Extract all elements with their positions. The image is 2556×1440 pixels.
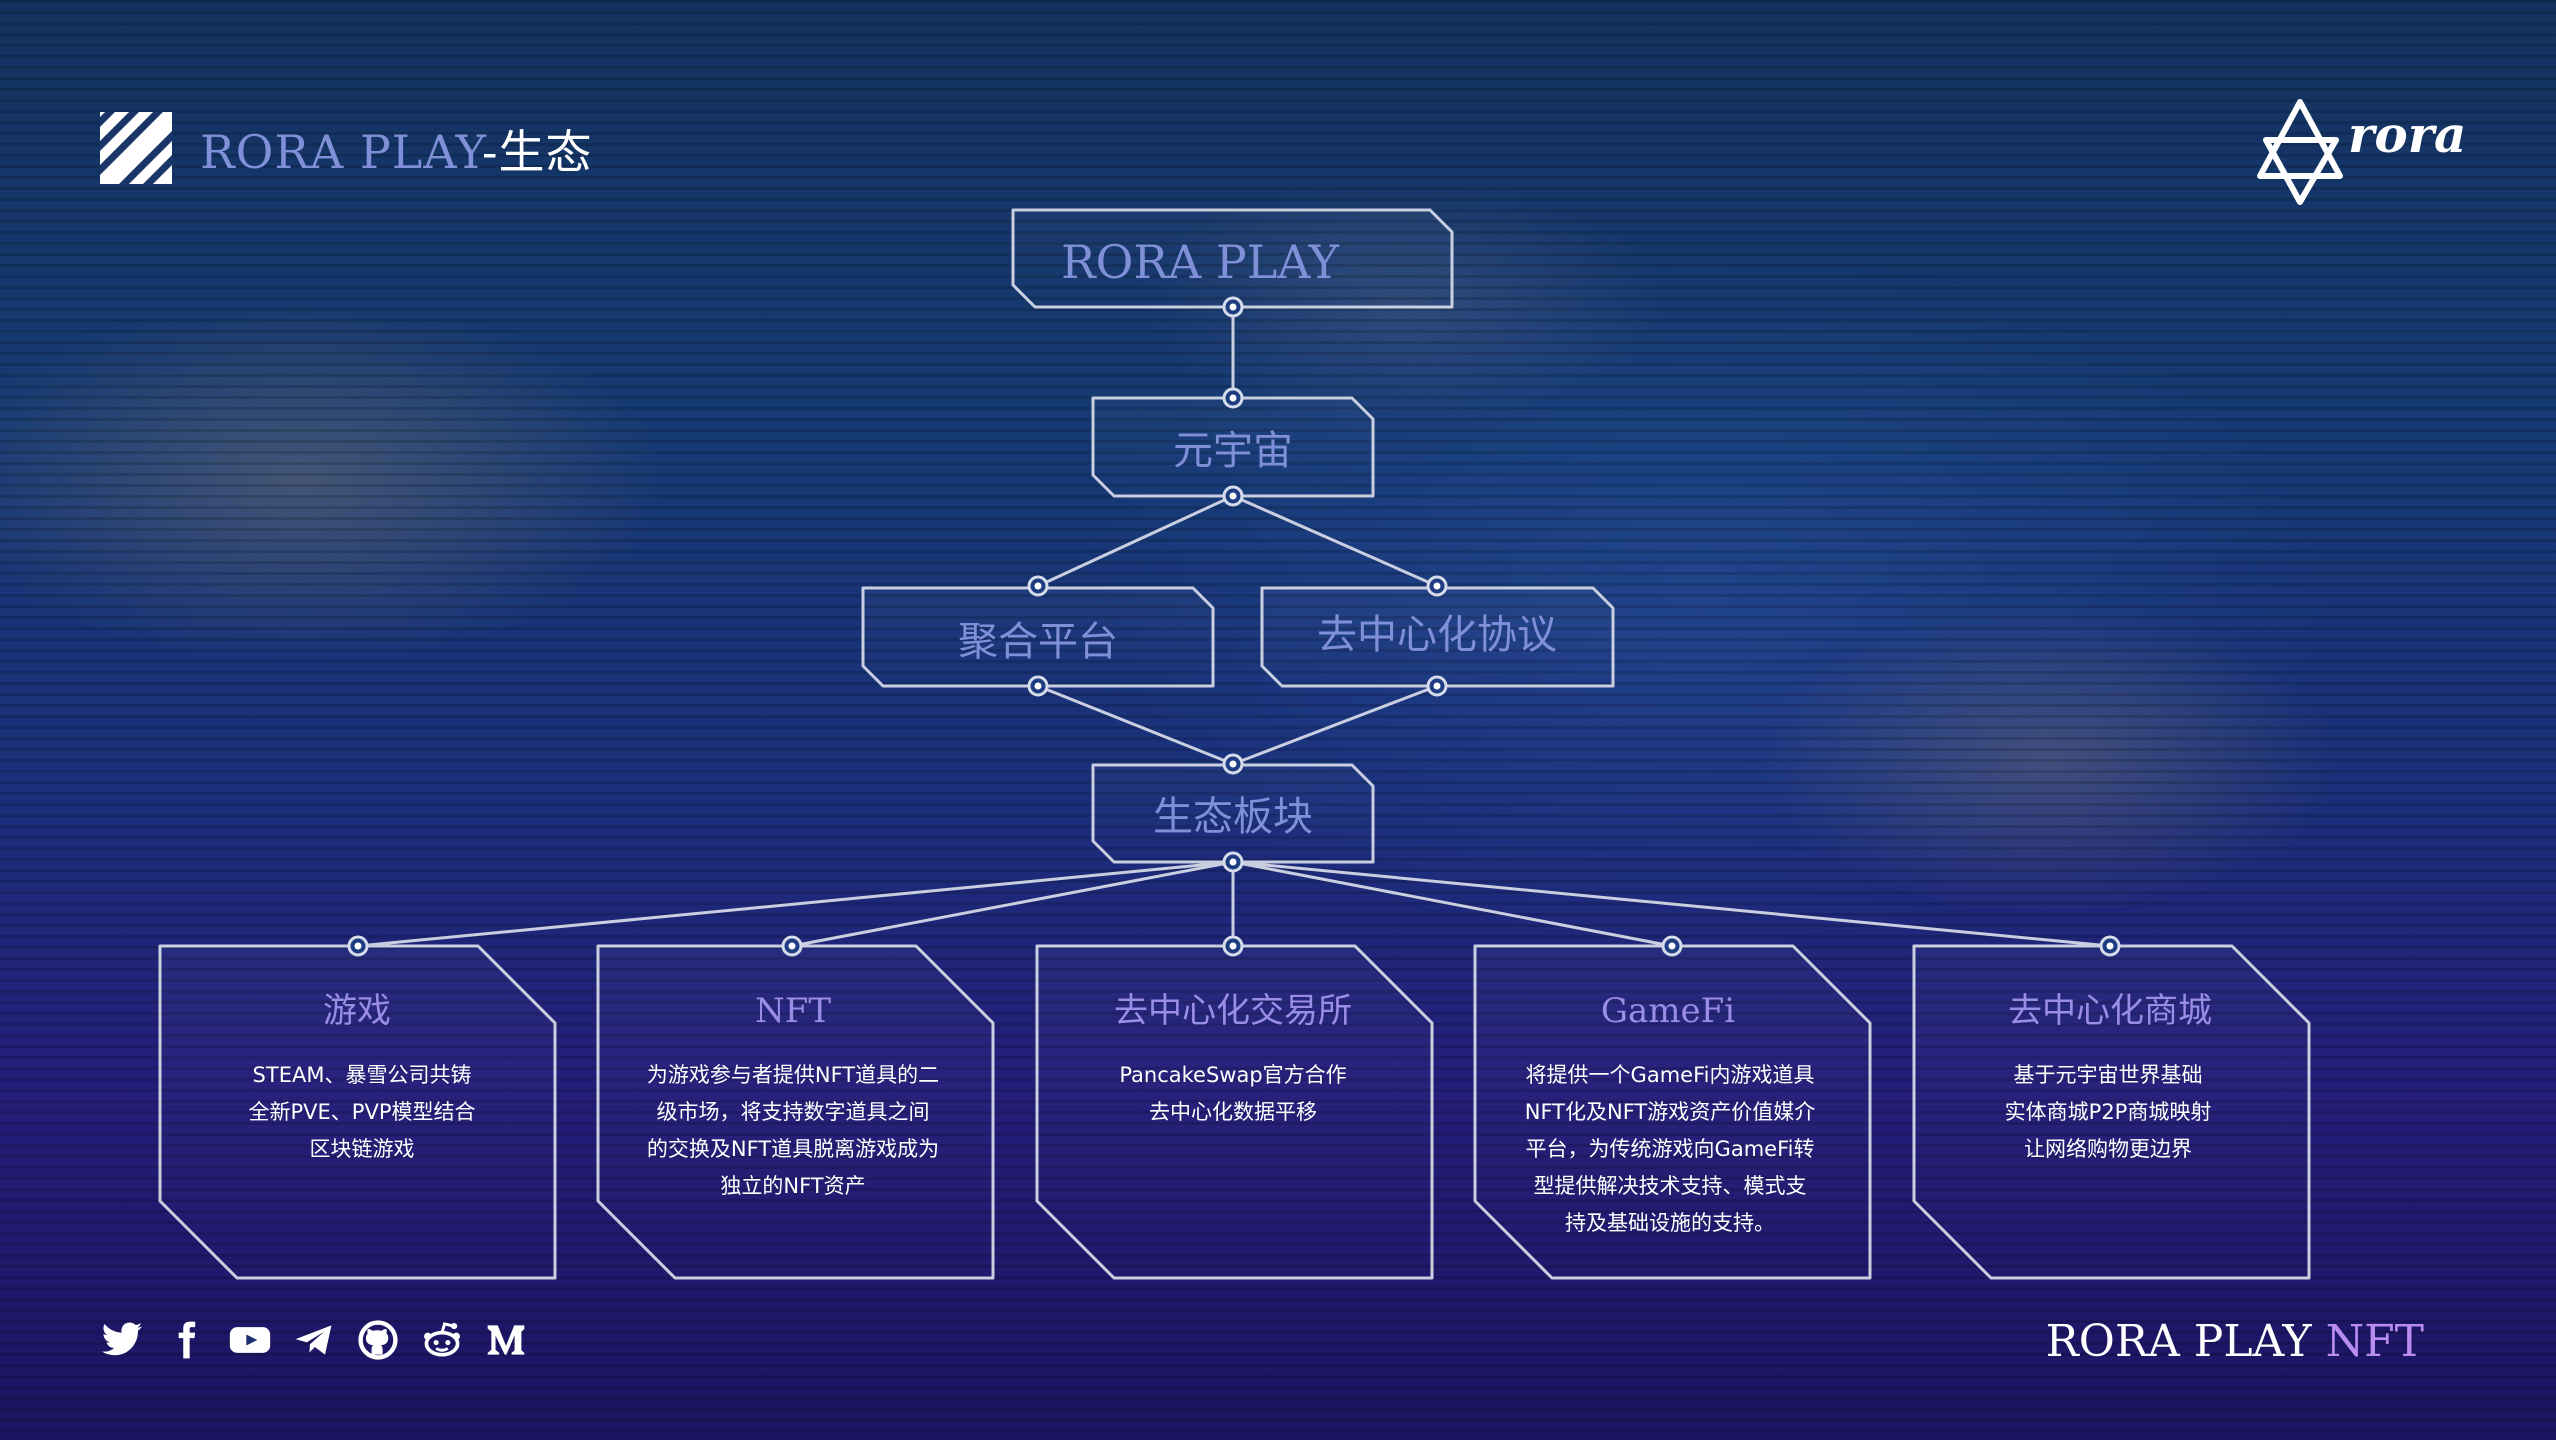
connector-protocol-ecosystem	[1232, 684, 1438, 766]
connector-aggregation-ecosystem	[1037, 684, 1234, 766]
card-game-line: 区块链游戏	[310, 1137, 415, 1161]
connector-ecosystem-game	[357, 860, 1234, 948]
connector-metaverse-aggregation	[1037, 494, 1234, 588]
youtube-icon[interactable]	[228, 1318, 272, 1362]
node-box-aggregation	[861, 586, 1215, 688]
connector-ecosystem-nft	[791, 860, 1234, 948]
card-dex-line: PancakeSwap官方合作	[1119, 1063, 1346, 1087]
card-box-game	[158, 944, 557, 1280]
card-box-dex	[1035, 944, 1434, 1280]
node-box-root	[1011, 208, 1454, 309]
card-nft-line: 级市场，将支持数字道具之间	[657, 1100, 930, 1124]
card-box-mall	[1912, 944, 2311, 1280]
github-icon[interactable]	[356, 1318, 400, 1362]
card-mall-title: 去中心化商城	[2008, 991, 2212, 1031]
brand-logo: rora play	[2257, 99, 2480, 205]
card-game-title: 游戏	[323, 991, 391, 1031]
card-mall-line: 让网络购物更边界	[2024, 1137, 2192, 1161]
card-box-gamefi	[1473, 944, 1872, 1280]
facebook-icon[interactable]	[164, 1318, 208, 1362]
card-gamefi-line: 型提供解决技术支持、模式支	[1534, 1174, 1807, 1198]
card-mall-line: 实体商城P2P商城映射	[2005, 1100, 2212, 1124]
card-game-line: STEAM、暴雪公司共铸	[253, 1063, 472, 1087]
card-nft-line: 独立的NFT资产	[720, 1174, 865, 1198]
card-game-line: 全新PVE、PVP模型结合	[249, 1100, 476, 1124]
footer-brand: RORA PLAY NFT	[2046, 1316, 2424, 1367]
reddit-icon[interactable]	[420, 1318, 464, 1362]
brand-logo-text: rora play	[2348, 105, 2480, 164]
card-gamefi-title: GameFi	[1601, 991, 1735, 1031]
card-mall-line: 基于元宇宙世界基础	[2014, 1063, 2203, 1087]
card-dex-title: 去中心化交易所	[1114, 991, 1352, 1031]
footer-brand-name: RORA PLAY	[2045, 1316, 2312, 1367]
card-dex-line: 去中心化数据平移	[1149, 1100, 1317, 1124]
node-protocol-label: 去中心化协议	[1317, 612, 1557, 658]
connector-lines	[357, 307, 2111, 948]
connector-ecosystem-gamefi	[1232, 860, 1673, 948]
social-bar	[100, 1318, 528, 1362]
page-title: RORA PLAY-生态	[200, 116, 593, 182]
page-title-accent: RORA PLAY	[200, 125, 482, 179]
node-aggregation-label: 聚合平台	[958, 619, 1118, 665]
card-gamefi-line: 将提供一个GameFi内游戏道具	[1526, 1063, 1815, 1087]
card-gamefi-line: 平台，为传统游戏向GameFi转	[1526, 1137, 1815, 1161]
connector-metaverse-protocol	[1232, 494, 1438, 588]
node-ecosystem-label: 生态板块	[1153, 794, 1313, 840]
page-title-rest: -生态	[482, 125, 593, 179]
card-nft-line: 的交换及NFT道具脱离游戏成为	[647, 1137, 939, 1161]
card-gamefi-line: 持及基础设施的支持。	[1565, 1211, 1775, 1235]
connector-dots	[347, 296, 2121, 957]
node-box-ecosystem	[1091, 763, 1375, 864]
node-box-protocol	[1260, 586, 1615, 688]
node-metaverse-label: 元宇宙	[1173, 428, 1293, 474]
card-nft-line: 为游戏参与者提供NFT道具的二	[647, 1063, 939, 1087]
card-gamefi-line: NFT化及NFT游戏资产价值媒介	[1525, 1100, 1816, 1124]
node-root-label: RORA PLAY	[1061, 235, 1340, 289]
stripes-icon	[100, 112, 172, 184]
medium-icon[interactable]	[484, 1318, 528, 1362]
connector-ecosystem-mall	[1232, 860, 2111, 948]
card-nft-title: NFT	[755, 991, 831, 1031]
node-box-metaverse	[1091, 396, 1375, 498]
twitter-icon[interactable]	[100, 1318, 144, 1362]
footer-brand-suffix: NFT	[2325, 1316, 2424, 1367]
telegram-icon[interactable]	[292, 1318, 336, 1362]
card-box-nft	[596, 944, 995, 1280]
